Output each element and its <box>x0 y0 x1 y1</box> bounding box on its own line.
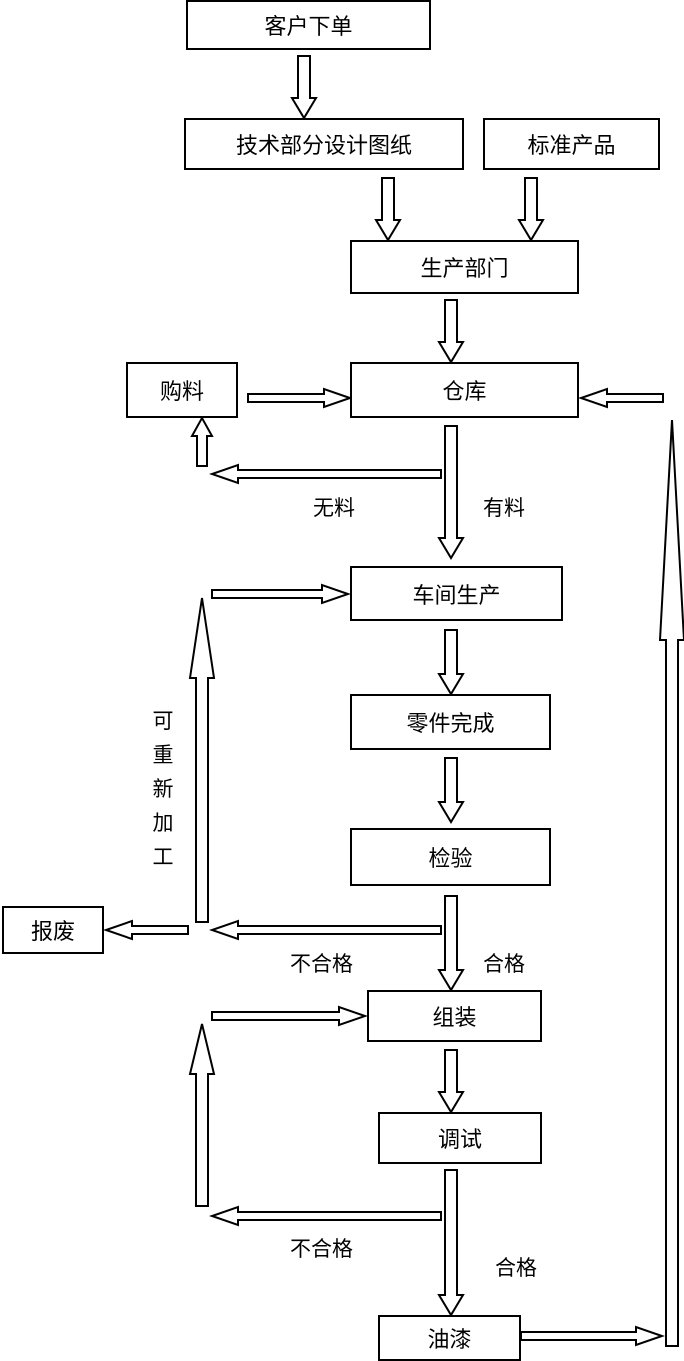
box-parts-complete: 零件完成 <box>350 694 551 750</box>
arrow-design-to-production <box>374 177 402 242</box>
arrow-order-to-design <box>290 55 318 120</box>
label-has-material: 有料 <box>483 496 525 520</box>
label-reprocess-char: 重 <box>152 743 174 767</box>
box-paint: 油漆 <box>378 1315 521 1361</box>
box-standard-product: 标准产品 <box>483 118 660 170</box>
arrow-loop-into-warehouse <box>577 387 664 409</box>
arrow-debug-to-paint <box>437 1169 465 1317</box>
arrow-reprocess-up <box>188 597 216 923</box>
box-inspection: 检验 <box>350 828 551 886</box>
label-reprocess-char: 可 <box>152 709 174 733</box>
arrow-to-scrap <box>102 919 189 941</box>
label-reprocess-char: 新 <box>152 777 174 801</box>
arrow-debug-fail-up <box>188 1023 216 1207</box>
arrow-loop-up <box>658 419 684 1347</box>
arrow-workshop-to-parts <box>437 629 465 696</box>
label-reprocess-char: 工 <box>152 845 174 869</box>
label-no-material: 无料 <box>313 496 355 520</box>
arrow-paint-right <box>520 1325 666 1347</box>
arrow-assembly-to-debug <box>437 1049 465 1114</box>
box-order: 客户下单 <box>186 0 431 50</box>
label-fail-debug: 不合格 <box>290 1237 353 1261</box>
label-pass-debug: 合格 <box>495 1256 537 1280</box>
arrow-warehouse-no-material <box>208 463 442 485</box>
box-production-dept: 生产部门 <box>350 240 579 294</box>
label-pass-inspection: 合格 <box>483 952 525 976</box>
arrow-parts-to-inspection <box>437 757 465 824</box>
arrow-return-to-assembly <box>211 1005 369 1027</box>
arrow-up-to-purchase <box>190 415 214 467</box>
arrow-debug-fail <box>208 1205 442 1227</box>
arrow-purchase-to-warehouse <box>247 387 354 409</box>
box-debug: 调试 <box>378 1112 542 1164</box>
box-design-drawings: 技术部分设计图纸 <box>184 118 464 170</box>
arrow-return-to-workshop <box>211 583 352 605</box>
arrow-inspection-to-assembly <box>437 895 465 992</box>
arrow-standard-to-production <box>517 177 545 242</box>
box-assembly: 组装 <box>367 990 542 1042</box>
label-fail-inspection: 不合格 <box>290 952 353 976</box>
box-workshop-production: 车间生产 <box>350 566 563 621</box>
box-warehouse: 仓库 <box>350 362 579 418</box>
box-scrap: 报废 <box>2 906 104 954</box>
arrow-inspection-fail <box>208 919 442 941</box>
arrow-warehouse-to-workshop <box>437 425 465 560</box>
arrow-production-to-warehouse <box>437 299 465 364</box>
label-reprocess-char: 加 <box>152 811 174 835</box>
label-reprocess: 可 重 新 加 工 <box>148 704 178 874</box>
box-purchase: 购料 <box>126 362 238 418</box>
